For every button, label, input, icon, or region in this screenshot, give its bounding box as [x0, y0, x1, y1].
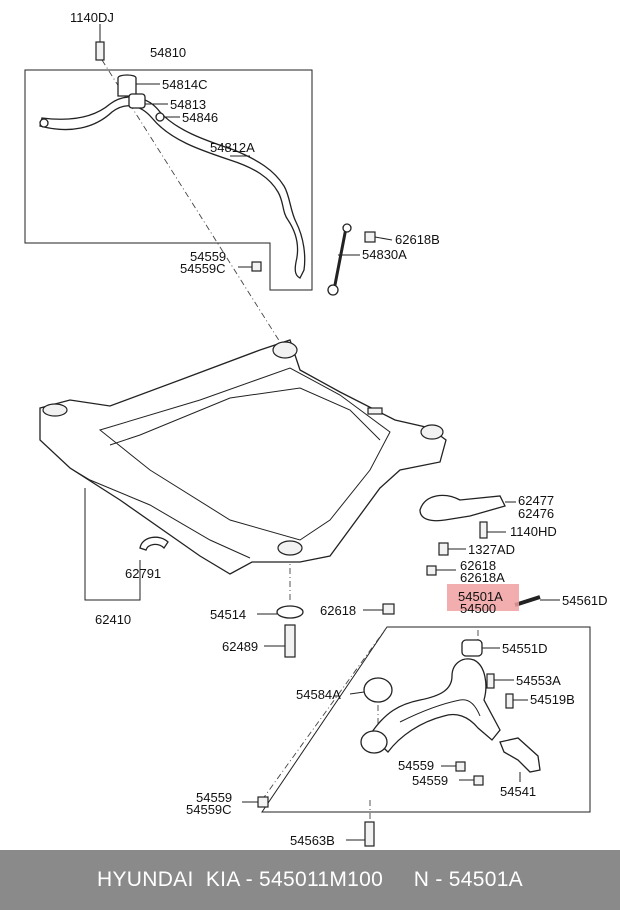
- label-62618a: 62618A: [460, 570, 505, 585]
- label-62618b: 62618B: [395, 232, 440, 247]
- bolt-54519b-icon: [505, 693, 514, 709]
- lower-control-arm: [369, 658, 501, 753]
- bushing-lower-icon: [360, 730, 388, 754]
- bolt-1140dj-icon: [95, 41, 105, 61]
- stabilizer-link: [332, 227, 348, 291]
- label-54812a: 54812A: [210, 140, 255, 155]
- label-1327ad: 1327AD: [468, 542, 515, 557]
- footer-text: HYUNDAI KIA - 545011M100 N - 54501A: [97, 868, 523, 891]
- label-54559-mid2: 54559: [412, 773, 448, 788]
- subframe-bracket: [84, 488, 141, 601]
- label-1140dj: 1140DJ: [70, 10, 114, 25]
- link-bottom-ball: [327, 284, 339, 296]
- part-number-footer: HYUNDAI KIA - 545011M100 N - 54501A: [0, 850, 620, 910]
- label-54551d: 54551D: [502, 641, 548, 656]
- label-62489: 62489: [222, 639, 258, 654]
- label-54519b: 54519B: [530, 692, 575, 707]
- bushing-54584a-icon: [363, 677, 393, 703]
- label-62410: 62410: [95, 612, 131, 627]
- label-54830a: 54830A: [362, 247, 407, 262]
- bolt-1140hd-icon: [479, 521, 488, 539]
- bracket-62477: [419, 494, 506, 522]
- label-54500: 54500: [460, 601, 496, 616]
- subframe-pipe: [367, 407, 383, 415]
- label-54810: 54810: [150, 45, 186, 60]
- label-62477: 62477: [518, 493, 554, 508]
- parts-diagram: 1140DJ 54810 54814C 54813 54846 54812A 6…: [24, 10, 608, 848]
- nut-54559-mid2-icon: [473, 775, 484, 786]
- label-54814c: 54814C: [162, 77, 208, 92]
- centerline-lower-arm: [261, 626, 388, 801]
- bolt-54561d-icon: [514, 595, 541, 607]
- nut-54846-icon: [155, 112, 165, 122]
- subframe-inner-front: [98, 367, 391, 541]
- label-1140hd: 1140HD: [510, 524, 557, 539]
- bushing-icon: [128, 93, 146, 109]
- ball-joint-54541: [499, 737, 541, 773]
- label-54846: 54846: [182, 110, 218, 125]
- mount-54514-icon: [276, 605, 304, 619]
- label-62476: 62476: [518, 506, 554, 521]
- clip-62791-icon: [139, 536, 169, 551]
- label-62791: 62791: [125, 566, 161, 581]
- subframe: [39, 339, 447, 575]
- label-62618-center: 62618: [320, 603, 356, 618]
- mount-front-right: [277, 540, 303, 556]
- clamp-icon: [117, 74, 137, 97]
- lower-arm-group-box: [261, 626, 591, 813]
- nut-62618-right-icon: [426, 565, 437, 576]
- bolt-62489-icon: [284, 624, 296, 658]
- nut-62618b-icon: [364, 231, 376, 243]
- link-top-ball: [342, 223, 352, 233]
- label-54559-mid1: 54559: [398, 758, 434, 773]
- stabilizer-end-eye: [39, 118, 49, 128]
- highlight-54501a: [447, 584, 519, 611]
- label-54561d: 54561D: [562, 593, 608, 608]
- label-54514: 54514: [210, 607, 246, 622]
- mount-rear-left: [272, 341, 298, 359]
- label-54563b: 54563B: [290, 833, 335, 848]
- bolt-1327ad-icon: [438, 542, 449, 556]
- label-54553a: 54553A: [516, 673, 561, 688]
- label-54559c-top: 54559C: [180, 261, 226, 276]
- stabilizer-bar: [39, 96, 306, 279]
- label-54584a: 54584A: [296, 687, 341, 702]
- bolt-54553a-icon: [486, 673, 495, 689]
- leader-lines: [99, 24, 560, 841]
- nut-54559-bottom-icon: [257, 796, 269, 808]
- subframe-crossmember: [109, 387, 381, 446]
- mount-front-left: [42, 403, 68, 417]
- lower-arm-web: [399, 699, 481, 723]
- nut-62618-center-icon: [382, 603, 395, 615]
- label-54559-top: 54559: [190, 249, 226, 264]
- stabilizer-group-box: [24, 69, 313, 291]
- label-62618-right: 62618: [460, 558, 496, 573]
- label-54813: 54813: [170, 97, 206, 112]
- bushing-54551d-icon: [461, 639, 483, 657]
- label-54501a: 54501A: [458, 589, 503, 604]
- subframe-side-rail: [69, 467, 251, 559]
- bolt-54563b-icon: [364, 821, 375, 847]
- label-54559c-bottom: 54559C: [186, 802, 232, 817]
- label-54559-bottom: 54559: [196, 790, 232, 805]
- mount-rear-right: [420, 424, 444, 440]
- label-54541: 54541: [500, 784, 536, 799]
- nut-54559-top-icon: [251, 261, 262, 272]
- nut-54559-mid1-icon: [455, 761, 466, 772]
